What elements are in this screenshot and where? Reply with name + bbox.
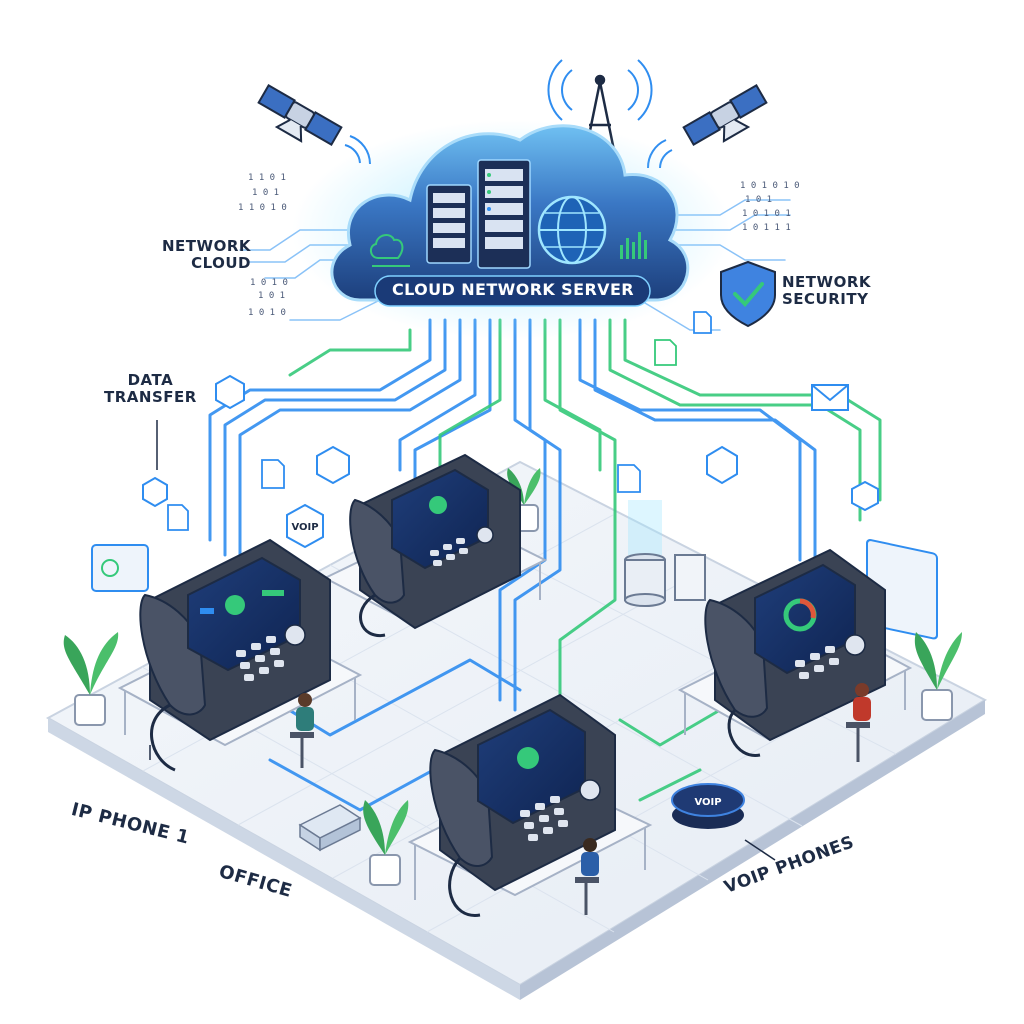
voip-puck-label: VOIP [694, 797, 721, 808]
label-leaders [149, 420, 776, 861]
binary-right: 1 0 1 0 1 0 1 0 1 1 0 1 0 1 1 0 1 1 1 [740, 181, 800, 233]
plant-icon [363, 800, 409, 886]
satellite-left-icon [257, 83, 343, 147]
cloud-upload-icon [370, 234, 410, 267]
plant-icon [914, 632, 962, 721]
ip-phone-3 [704, 548, 886, 757]
satellite-right-icon [682, 83, 768, 147]
network-cloud-label: NETWORK CLOUD [162, 237, 252, 273]
office-worker [290, 693, 314, 768]
office-worker [575, 838, 599, 915]
binary-text: 1 0 1 0 1 [742, 209, 791, 219]
paper-stack [298, 804, 362, 852]
binary-text: 1 1 0 1 0 [238, 203, 287, 213]
network-cloud-line-2: CLOUD [191, 254, 252, 273]
data-transfer-line-1: DATA [127, 371, 174, 389]
server-rack-icon [477, 159, 531, 269]
plant-icon [63, 632, 119, 726]
cloud-server-title: CLOUD NETWORK SERVER [392, 280, 634, 299]
envelope-icon [811, 384, 849, 411]
ip-phone-2 [349, 453, 521, 637]
globe-icon [537, 195, 607, 265]
shield-check-icon [720, 260, 776, 328]
binary-text: 1 0 1 1 1 [742, 223, 791, 233]
voip-puck-device: VOIP [671, 783, 745, 829]
hexagon-node-icon [142, 374, 879, 512]
binary-left: 1 1 0 1 1 0 1 1 1 0 1 0 1 0 1 0 1 0 1 1 … [238, 173, 288, 318]
binary-text: 1 0 1 0 [248, 308, 286, 318]
binary-text: 1 1 0 1 [248, 173, 286, 183]
voip-hex-label: VOIP [291, 522, 318, 533]
cloud-network-server [292, 120, 732, 340]
binary-text: 1 0 1 [258, 291, 285, 301]
voip-hex-badge: VOIP [286, 503, 324, 549]
data-transfer-line-2: TRANSFER [104, 388, 197, 407]
network-security-line-1: NETWORK [782, 273, 872, 291]
ip-phone-1 [139, 538, 331, 772]
data-transfer-label: DATA TRANSFER [104, 371, 197, 407]
database-hologram-icon [624, 500, 706, 607]
network-security-label: NETWORK SECURITY [782, 273, 872, 309]
ip-phone-4 [429, 693, 616, 917]
network-cloud-line-1: NETWORK [162, 237, 252, 255]
binary-text: 1 0 1 [745, 195, 772, 205]
office-worker [846, 683, 871, 762]
server-rack-icon [426, 184, 472, 264]
bar-chart-icon [620, 232, 647, 259]
binary-text: 1 0 1 0 [250, 278, 288, 288]
document-icon [167, 311, 712, 531]
binary-text: 1 0 1 0 1 0 [740, 181, 800, 191]
network-security-line-2: SECURITY [782, 290, 869, 309]
binary-text: 1 0 1 [252, 188, 279, 198]
